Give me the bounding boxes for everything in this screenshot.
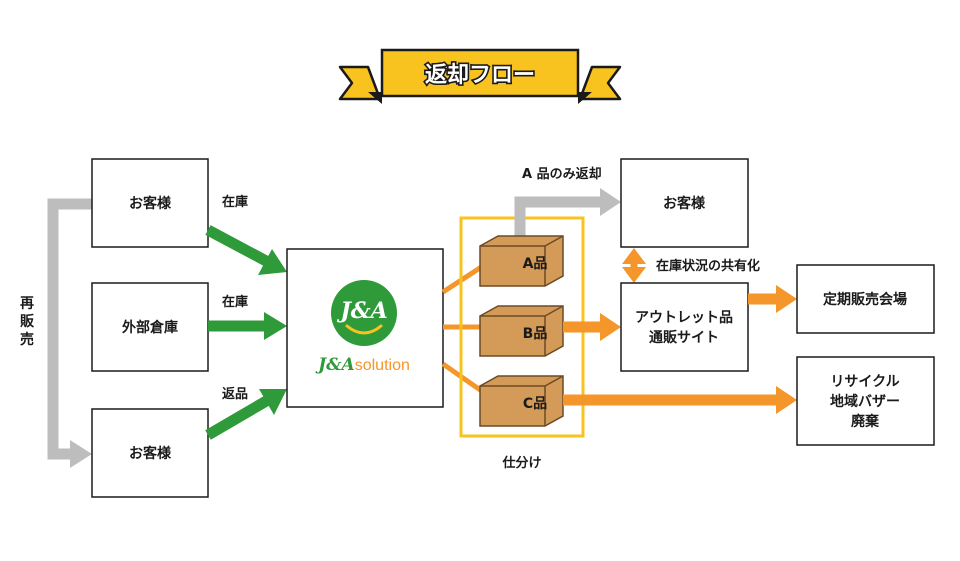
resale-label-char-3: 売 (20, 331, 34, 348)
green-arrow-bottom-head (259, 389, 287, 415)
box-a-label: A品 (523, 256, 548, 272)
external-warehouse-label: 外部倉庫 (122, 319, 178, 336)
customer-bottom-box (91, 408, 209, 498)
box-c-label: C品 (523, 396, 547, 412)
ribbon-body (380, 48, 580, 98)
label-stock-middle: 在庫 (222, 294, 248, 310)
sorting-label: 仕分け (501, 455, 541, 471)
box-c: C品 (479, 375, 564, 427)
recycle-box (796, 356, 935, 446)
orange-arrow-c-head (776, 386, 797, 414)
orange-arrow-outlet-head (776, 285, 797, 313)
label-return: 返品 (222, 387, 248, 402)
customer-bottom-label: お客様 (129, 445, 172, 462)
inventory-share-head-up (622, 248, 646, 264)
inventory-share-arrow (622, 248, 646, 283)
ja-logo-mark: J&A (336, 298, 387, 324)
ja-logo: J&A (331, 280, 397, 346)
customer-top-box (91, 158, 209, 248)
ja-logo-name-sub: solution (355, 357, 410, 374)
box-a-edge2 (544, 235, 564, 247)
connector-to-c (441, 361, 488, 397)
box-b-label: B品 (523, 326, 548, 342)
green-arrow-top-head (258, 249, 287, 275)
a-only-return-line (514, 196, 602, 246)
recycle-label-line3: 廃棄 (851, 413, 880, 430)
inventory-share-head-down (622, 267, 646, 283)
green-arrow-bottom (205, 389, 287, 440)
outlet-box (620, 282, 749, 372)
ribbon-right-fold (578, 92, 592, 104)
orange-arrow-b-head (600, 313, 621, 341)
connector-to-a (441, 261, 488, 295)
box-b-shape (479, 305, 564, 357)
orange-arrow-c-to-recycle (563, 386, 797, 414)
outlet-label-line2: 通販サイト (649, 329, 719, 346)
page-title: 返却フロー (425, 63, 535, 88)
customer-right-box (620, 158, 749, 248)
box-c-edge2 (544, 375, 564, 387)
green-arrow-bottom-shaft (205, 395, 271, 440)
a-only-return-path (514, 188, 621, 246)
ja-logo-smile (345, 324, 383, 335)
a-only-return-label: A 品のみ返却 (522, 166, 602, 182)
regular-sale-label: 定期販売会場 (823, 291, 907, 308)
recycle-label-line1: リサイクル (830, 374, 899, 390)
ja-logo-name: J&Asolution (315, 355, 410, 375)
orange-arrow-b-to-outlet (563, 313, 621, 341)
label-stock-top: 在庫 (222, 194, 248, 210)
resale-path (47, 198, 92, 468)
a-only-return-arrowhead (600, 188, 621, 216)
resale-label-char-2: 販 (20, 313, 35, 330)
green-arrow-middle-head (264, 312, 287, 340)
resale-label-char-1: 再 (20, 296, 34, 312)
customer-top-label: お客様 (129, 195, 172, 212)
inventory-share-label: 在庫状況の共有化 (656, 258, 760, 274)
green-arrow-middle (208, 312, 287, 340)
orange-arrow-outlet-to-sale (748, 285, 797, 313)
ribbon-left-fold (368, 92, 382, 104)
green-arrow-top (205, 225, 287, 275)
title-ribbon: 返却フロー (338, 48, 622, 104)
box-b-edge2 (544, 305, 564, 317)
box-a: A品 (479, 235, 564, 287)
outlet-label-line1: アウトレット品 (635, 310, 733, 326)
ja-logo-name-main: J&A (315, 355, 355, 375)
resale-arrowhead (70, 440, 92, 468)
regular-sale-box (796, 264, 935, 334)
resale-line (47, 198, 92, 460)
box-a-shape (479, 235, 564, 287)
customer-right-label: お客様 (663, 195, 706, 212)
recycle-label-line2: 地域バザー (830, 393, 900, 410)
ja-logo-circle (331, 280, 397, 346)
box-c-shape (479, 375, 564, 427)
green-arrow-top-shaft (205, 225, 271, 267)
box-b: B品 (479, 305, 564, 357)
